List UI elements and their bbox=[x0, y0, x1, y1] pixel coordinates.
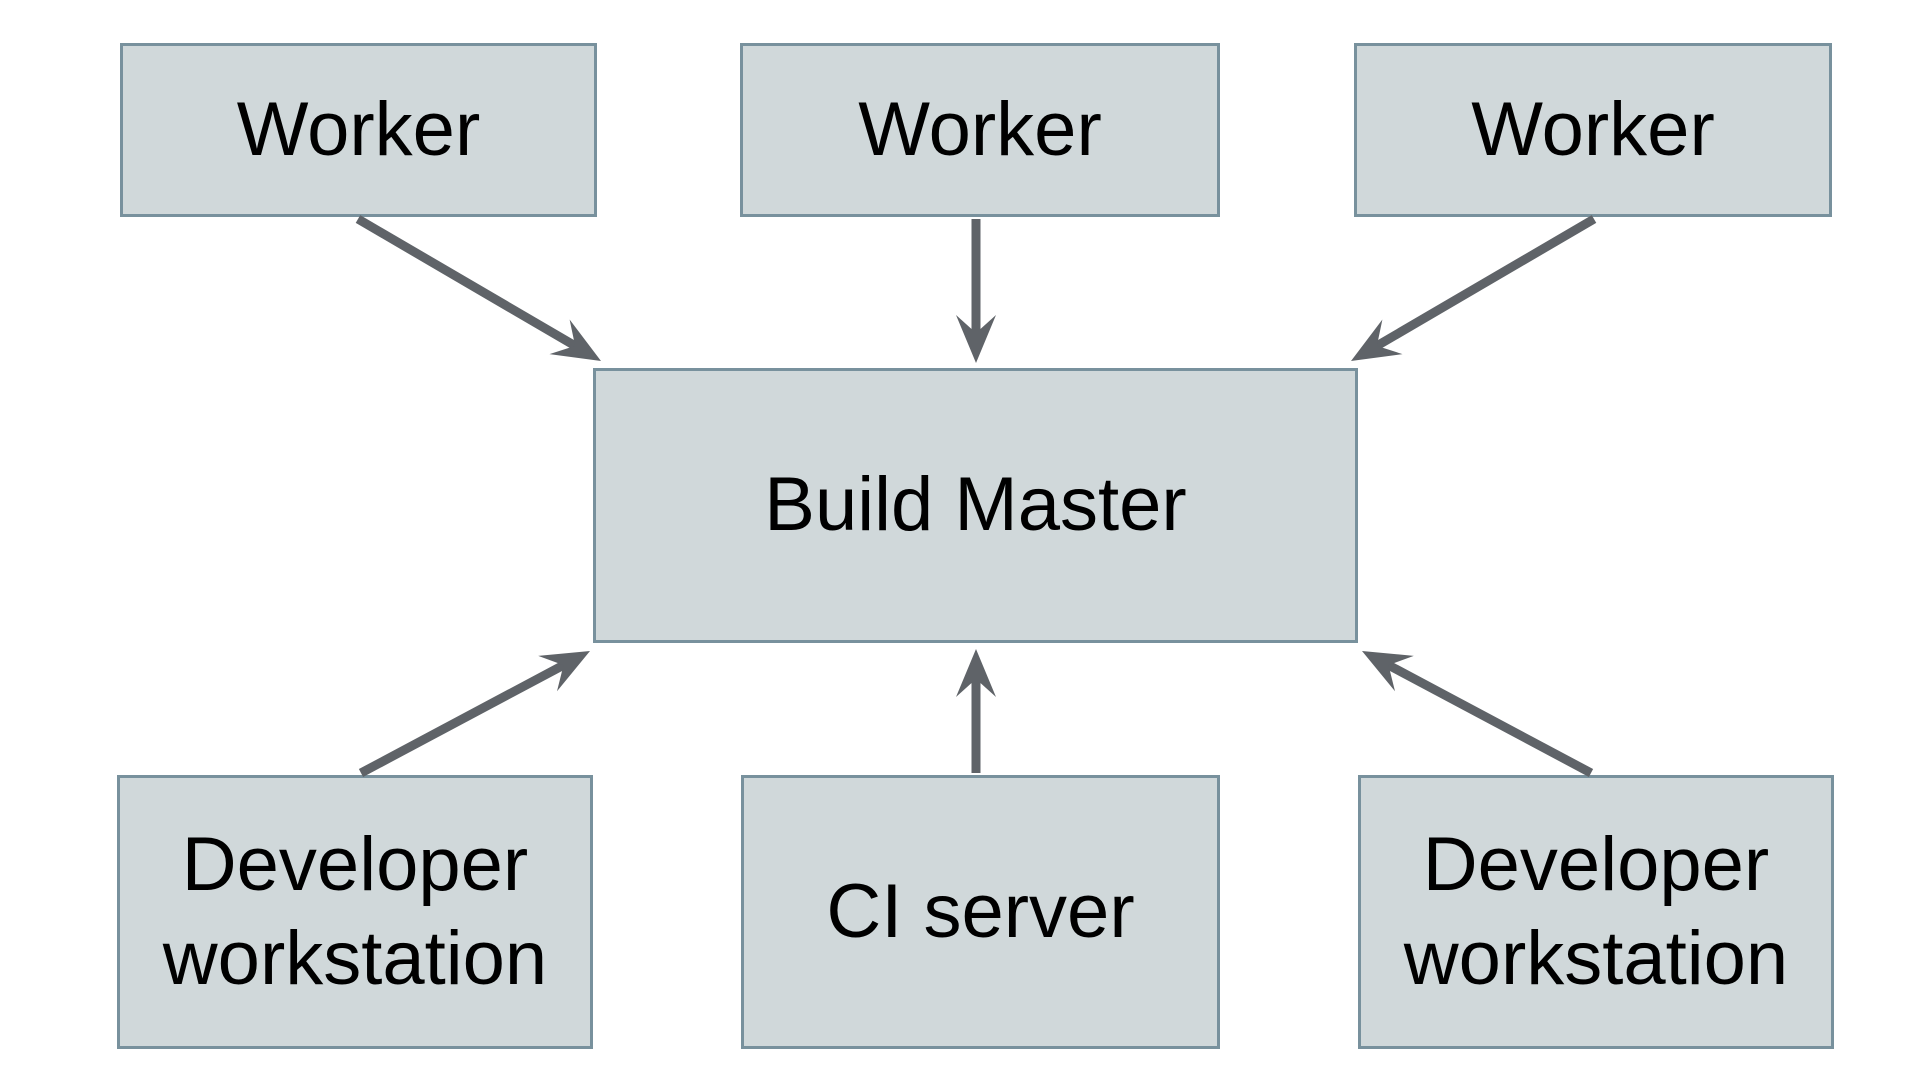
node-label: Developer workstation bbox=[162, 821, 548, 1001]
node-label: Developer workstation bbox=[1403, 821, 1789, 1001]
edge-worker-2-to-build-master bbox=[956, 219, 996, 363]
node-label: Worker bbox=[236, 86, 481, 172]
node-worker-2: Worker bbox=[740, 43, 1220, 217]
arrowhead-icon bbox=[956, 315, 996, 363]
edge-worker-1-to-build-master bbox=[355, 215, 601, 361]
arrowhead-icon bbox=[956, 649, 996, 697]
node-label: Worker bbox=[858, 86, 1102, 172]
node-worker-1: Worker bbox=[120, 43, 597, 217]
node-ci-server: CI server bbox=[741, 775, 1220, 1049]
arrowhead-icon bbox=[538, 651, 590, 692]
arrowhead-icon bbox=[1362, 651, 1414, 692]
node-developer-workstation-left: Developer workstation bbox=[117, 775, 593, 1049]
node-developer-workstation-right: Developer workstation bbox=[1358, 775, 1834, 1049]
arrowhead-icon bbox=[1351, 319, 1403, 361]
node-worker-3: Worker bbox=[1354, 43, 1832, 217]
node-label: CI server bbox=[826, 868, 1135, 954]
node-build-master: Build Master bbox=[593, 368, 1358, 643]
edge-worker-3-to-build-master bbox=[1351, 215, 1597, 361]
edge-developer-workstation-right-to-build-master bbox=[1362, 651, 1594, 777]
node-label: Build Master bbox=[764, 462, 1187, 548]
node-label: Worker bbox=[1471, 86, 1715, 172]
arrowhead-icon bbox=[549, 319, 601, 361]
edge-ci-server-to-build-master bbox=[956, 649, 996, 773]
edge-developer-workstation-left-to-build-master bbox=[358, 651, 590, 777]
